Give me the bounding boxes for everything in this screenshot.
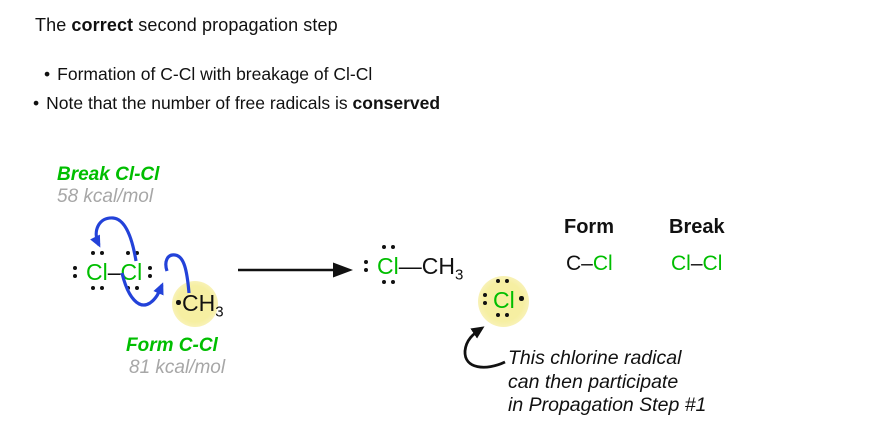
annotation-line2: can then participate [508, 370, 679, 393]
annotation-line3: in Propagation Step #1 [508, 394, 707, 416]
cl2-formula: Cl–Cl [86, 261, 142, 284]
bond-dash: – [690, 252, 703, 275]
lone-pair-bottom-icon [382, 280, 395, 284]
radical-electron-dot [519, 296, 524, 301]
chloromethane-formula: Cl—CH3 [377, 255, 463, 283]
cl-cl-bond: – [107, 259, 121, 285]
ch-group: CH [421, 253, 455, 279]
form-energy-value: 81 kcal/mol [129, 357, 226, 378]
bullet-note-text: Note that the number of free radicals is [46, 93, 353, 113]
bullet-marker: • [44, 64, 51, 84]
lone-pair-top-icon [91, 251, 104, 255]
radical-electron-dot [176, 300, 181, 305]
table-value-form-bond: C–Cl [566, 252, 613, 276]
annotation-pointer-arrow-icon [463, 326, 506, 369]
lone-pair-left-icon [483, 293, 487, 305]
cl-atom: Cl [493, 287, 515, 313]
cl-atom: Cl [702, 252, 723, 275]
title-post: second propagation step [133, 15, 338, 35]
lone-pair-bottom-icon [91, 286, 104, 290]
lone-pair-left-icon [364, 260, 368, 272]
form-ccl-label: Form C-Cl [126, 335, 218, 356]
annotation-text: This chlorine radical can then participa… [508, 347, 706, 418]
cl-atom: Cl [671, 252, 691, 275]
bullet-note-bold-word: conserved [352, 93, 441, 113]
methyl-formula: CH3 [182, 292, 224, 320]
lone-pair-top-icon [382, 245, 395, 249]
title-bold-word: correct [71, 15, 134, 35]
lone-pair-top-icon [126, 251, 139, 255]
ch-group: CH [182, 290, 216, 316]
bullet-marker: • [33, 93, 40, 113]
bullet-formation-text: Formation of C-Cl with breakage of Cl-Cl [57, 64, 373, 84]
bullet-formation: • Formation of C-Cl with breakage of Cl-C… [44, 64, 372, 85]
c-atom: C [566, 252, 582, 275]
break-clcl-label: Break Cl-Cl [57, 164, 160, 185]
bullet-note: • Note that the number of free radicals i… [33, 93, 440, 114]
reaction-arrow-icon [238, 262, 353, 278]
lone-pair-top-icon [496, 279, 509, 283]
cl-atom: Cl [86, 259, 108, 285]
c-cl-bond: — [398, 253, 422, 279]
break-energy-value: 58 kcal/mol [57, 186, 154, 207]
title-pre: The [35, 15, 72, 35]
cl-atom: Cl [377, 253, 399, 279]
cl-atom: Cl [120, 259, 143, 285]
bond-dash: – [581, 252, 593, 275]
lone-pair-left-icon [73, 266, 77, 278]
table-value-break-bond: Cl–Cl [671, 252, 722, 276]
page-title: The correct second propagation step [35, 15, 338, 36]
lone-pair-bottom-icon [496, 313, 509, 317]
table-header-break: Break [669, 216, 725, 238]
subscript-3: 3 [454, 266, 464, 284]
lone-pair-right-icon [148, 266, 152, 278]
lone-pair-bottom-icon [126, 286, 139, 290]
annotation-line1: This chlorine radical [508, 347, 682, 369]
subscript-3: 3 [215, 303, 224, 321]
table-header-form: Form [564, 216, 614, 238]
cl-atom: Cl [592, 252, 613, 275]
